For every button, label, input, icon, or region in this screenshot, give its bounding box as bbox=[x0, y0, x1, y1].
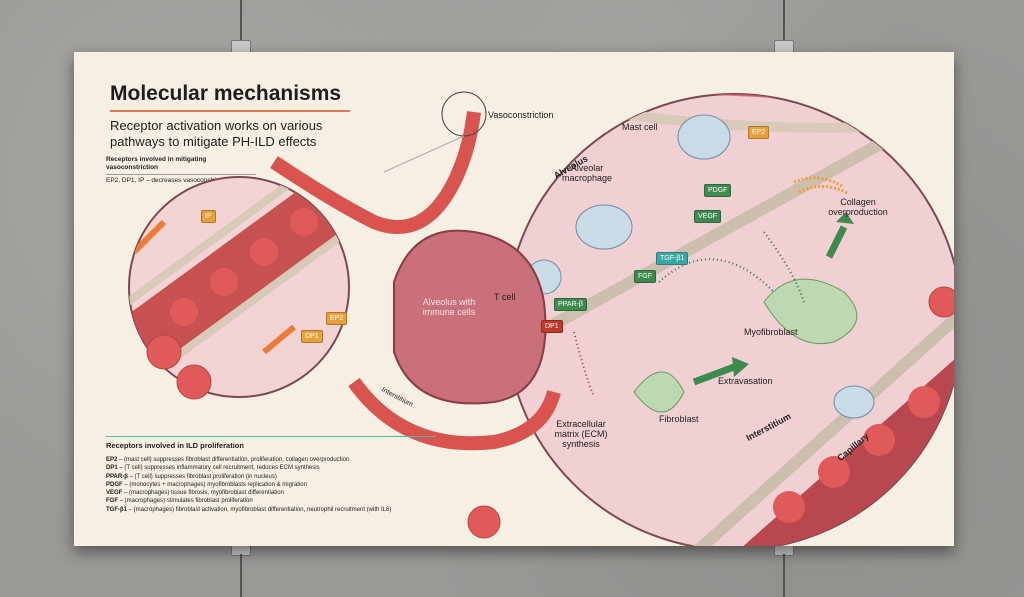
ild-row: DP1 – (T cell) suppresses inflammatory c… bbox=[106, 465, 320, 472]
label-ecm: Extracellular matrix (ECM) synthesis bbox=[554, 419, 608, 449]
receptor-dp1-left: DP1 bbox=[301, 330, 323, 343]
label-alveolar-macrophage: Alveolar macrophage bbox=[561, 163, 613, 183]
poster-title: Molecular mechanisms bbox=[110, 82, 342, 105]
receptor-tgf: TGF-β1 bbox=[656, 252, 689, 265]
hanging-wire-right bbox=[783, 0, 785, 46]
ild-row: TGF-β1 – (macrophages) fibroblast activa… bbox=[106, 506, 392, 513]
hanging-wire-left bbox=[240, 0, 242, 46]
hanging-wire-bottom-right bbox=[783, 554, 785, 597]
label-t-cell: T cell bbox=[494, 292, 516, 302]
receptor-ip-left: IP bbox=[201, 210, 216, 223]
poster: Molecular mechanisms Receptor activation… bbox=[74, 52, 954, 546]
receptor-ppar: PPAR-β bbox=[554, 298, 587, 311]
ild-row: PDGF – (monocytes + macrophages) myofibr… bbox=[106, 481, 307, 488]
title-underline bbox=[110, 110, 350, 112]
receptor-ep2: EP2 bbox=[748, 126, 770, 139]
ild-row: VEGF – (macrophages) tissue fibrosis, my… bbox=[106, 490, 284, 497]
ild-row: PPAR-β – (T cell) suppresses fibroblast … bbox=[106, 473, 277, 480]
ild-heading: Receptors involved in ILD proliferation bbox=[106, 441, 244, 450]
ild-row: EP2 – (mast cell) suppresses fibroblast … bbox=[106, 457, 350, 463]
alveolus-shape bbox=[393, 229, 547, 405]
divider bbox=[106, 174, 256, 175]
vasoconstriction-heading: Receptors involved in mitigating vasocon… bbox=[106, 156, 207, 171]
ild-receptors-box: Receptors involved in ILD proliferation … bbox=[106, 436, 436, 514]
receptor-pdgf: PDGF bbox=[704, 184, 732, 197]
receptor-dp1: DP1 bbox=[541, 320, 563, 333]
receptor-vegf: VEGF bbox=[694, 210, 722, 223]
receptor-ep2-left: EP2 bbox=[326, 312, 348, 325]
label-collagen: Collagen overproduction bbox=[828, 197, 888, 217]
poster-subtitle: Receptor activation works on various pat… bbox=[110, 118, 323, 149]
label-myofibroblast: Myofibroblast bbox=[744, 327, 798, 337]
hanging-wire-bottom-left bbox=[240, 554, 242, 597]
label-alveolus-immune: Alveolus with immune cells bbox=[422, 297, 476, 317]
vasoconstriction-line: EP2, DP1, IP – decreases vasoconstrictio… bbox=[106, 177, 230, 184]
label-extravasation: Extravasation bbox=[718, 376, 773, 386]
label-fibroblast: Fibroblast bbox=[659, 414, 699, 424]
label-vasoconstriction: Vasoconstriction bbox=[488, 110, 554, 120]
ild-row: FGF – (macrophages) stimulates fibroblas… bbox=[106, 498, 253, 505]
label-mast-cell: Mast cell bbox=[622, 122, 658, 132]
receptor-fgf: FGF bbox=[634, 270, 656, 283]
vasoconstriction-receptors-box: Receptors involved in mitigating vasocon… bbox=[106, 156, 256, 185]
